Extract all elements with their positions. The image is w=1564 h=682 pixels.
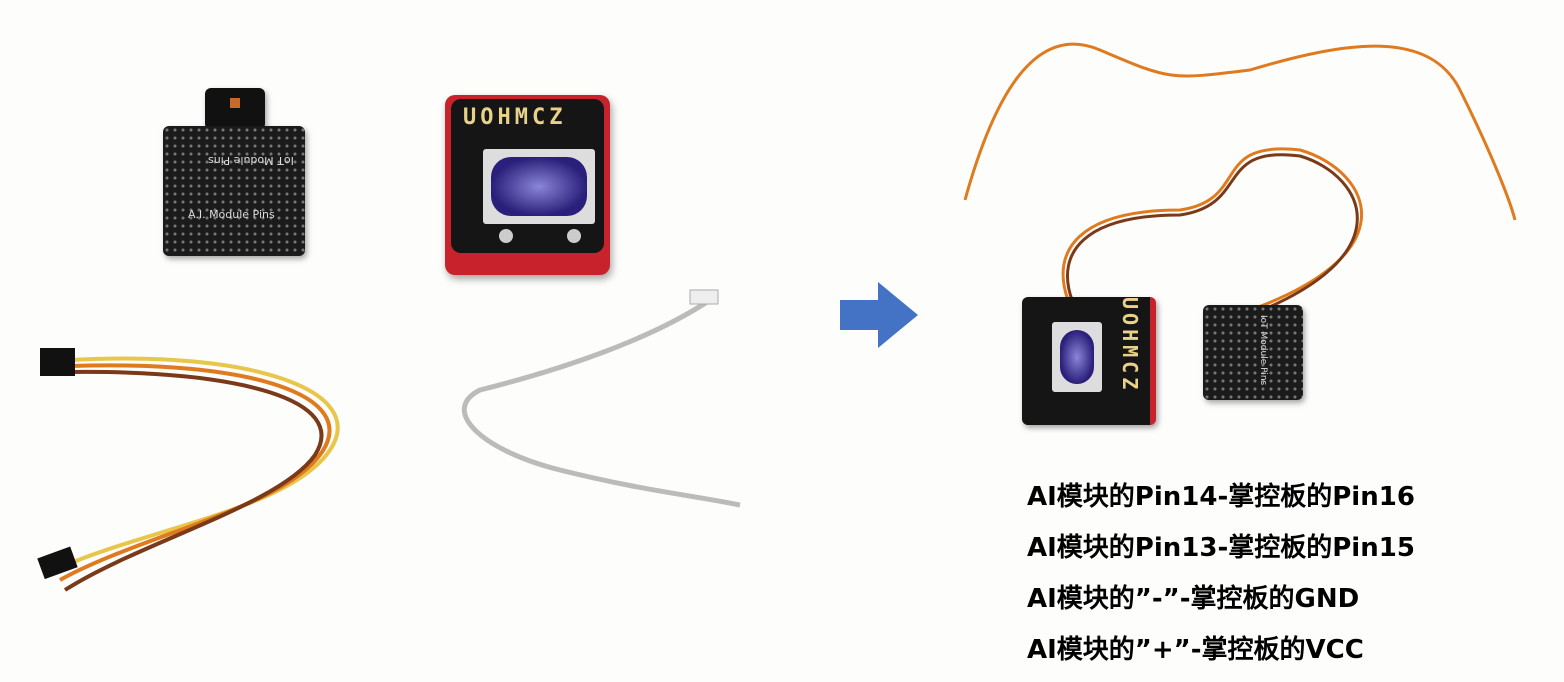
connector [37,546,78,580]
controller-logo: UOHMCZ [1118,297,1142,394]
instruction-line: AI模块的”+”-掌控板的VCC [1027,635,1364,665]
assembled-ai-module: IoT Module Pins [1203,305,1303,400]
controller-photo: UOHMCZ [445,95,610,275]
instruction-line: AI模块的”-”-掌控板的GND [1027,584,1360,614]
instruction-line: AI模块的Pin14-掌控板的Pin16 [1027,482,1415,512]
ai-module-photo: IoT Module Pins A.I. Module Pins [163,88,308,268]
grey-cable [461,297,741,508]
ai-module-board: IoT Module Pins A.I. Module Pins [163,126,305,256]
instruction-line: AI模块的Pin13-掌控板的Pin15 [1027,533,1415,563]
assembled-wires [963,42,1517,326]
brown-wire [63,369,324,592]
connector [40,348,75,376]
board-label: IoT Module Pins [208,154,294,167]
button-b [567,229,581,243]
board-label: IoT Module Pins [1258,315,1268,386]
assembled-controller: UOHMCZ [1022,297,1156,425]
wires-photo [37,289,741,592]
board-label: A.I. Module Pins [188,208,275,221]
connector [689,289,719,305]
button-a [499,229,513,243]
orange-wire [59,363,332,582]
camera-module [205,88,265,130]
controller-logo: UOHMCZ [463,105,567,130]
right-arrow-icon [840,282,918,348]
yellow-wire [54,356,340,572]
